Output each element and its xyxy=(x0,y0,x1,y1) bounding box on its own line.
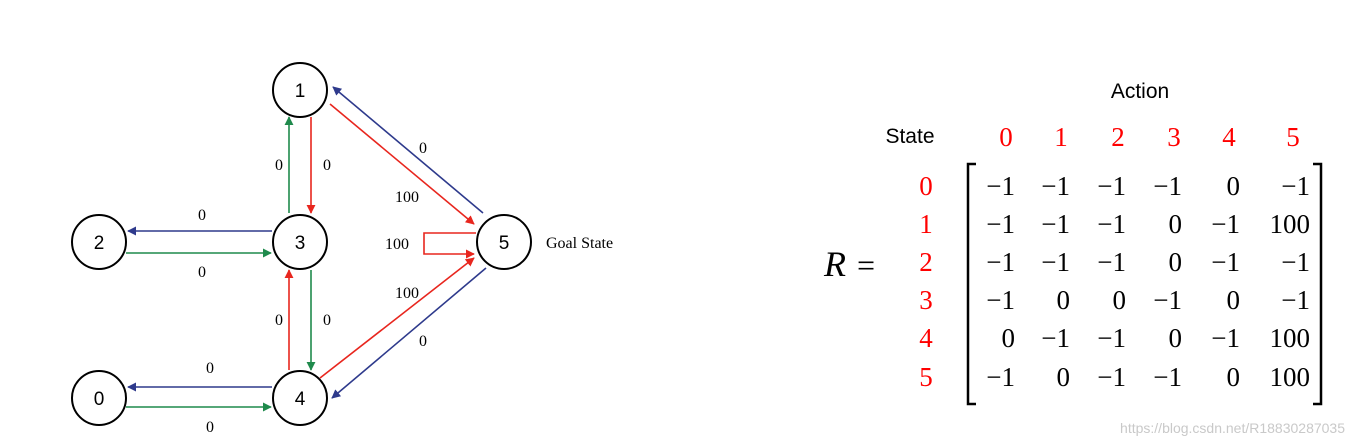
row-index: 1 xyxy=(919,209,933,239)
matrix-cell: −1 xyxy=(1153,285,1182,315)
edge-labels: 0 0 0 0 0 0 0 0 0 100 100 100 0 xyxy=(198,140,427,436)
matrix-cell: 0 xyxy=(1227,362,1241,392)
node-4: 4 xyxy=(272,370,328,426)
matrix-cell: −1 xyxy=(1097,171,1126,201)
reward-matrix: Action State 0 1 2 3 4 5 0 1 2 3 4 5 R =… xyxy=(823,80,1323,406)
matrix-cell: 100 xyxy=(1270,323,1311,353)
col-index: 1 xyxy=(1054,122,1068,152)
edge-label-1-to-3: 0 xyxy=(323,157,331,174)
row-index: 4 xyxy=(919,323,933,353)
edge-label-4-to-3: 0 xyxy=(275,312,283,329)
node-4-label: 4 xyxy=(295,389,306,410)
matrix-cell: 0 xyxy=(1169,247,1183,277)
matrix-cell: 0 xyxy=(1169,209,1183,239)
matrix-cell: 0 xyxy=(1227,285,1241,315)
row-index: 2 xyxy=(919,247,933,277)
matrix-cell: −1 xyxy=(1153,171,1182,201)
matrix-cell: −1 xyxy=(986,285,1015,315)
matrix-cell: 100 xyxy=(1270,209,1311,239)
row-index: 0 xyxy=(919,171,933,201)
matrix-cell: 0 xyxy=(1057,285,1071,315)
edge-label-2-to-3: 0 xyxy=(198,264,206,281)
goal-state-label: Goal State xyxy=(546,235,613,252)
edge-label-4-to-0: 0 xyxy=(206,360,214,377)
node-5-label: 5 xyxy=(499,233,510,254)
edge-5-to-1 xyxy=(332,86,484,214)
right-bracket xyxy=(1313,162,1323,406)
matrix-cell: −1 xyxy=(1097,247,1126,277)
matrix-cell: −1 xyxy=(1153,362,1182,392)
row-index: 3 xyxy=(919,285,933,315)
row-indices: 0 1 2 3 4 5 xyxy=(919,171,933,392)
matrix-cell: −1 xyxy=(1041,323,1070,353)
edge-5-to-4 xyxy=(331,267,487,399)
node-2: 2 xyxy=(71,214,127,270)
matrix-cell: −1 xyxy=(1281,171,1310,201)
edge-label-5-to-4: 0 xyxy=(419,333,427,350)
left-bracket xyxy=(966,162,976,406)
col-index: 3 xyxy=(1167,122,1181,152)
matrix-cell: 0 xyxy=(1113,285,1127,315)
graph-nodes: 0 1 2 3 4 5 Goal State xyxy=(71,62,613,426)
edge-label-0-to-4: 0 xyxy=(206,419,214,436)
matrix-cells: −1 −1 −1 −1 0 −1 −1 −1 −1 0 −1 100 −1 −1 −1 0 −1 −1 −1 0 0 −1… xyxy=(986,171,1310,392)
row-index: 5 xyxy=(919,362,933,392)
node-5: 5 xyxy=(476,214,532,270)
matrix-cell: −1 xyxy=(1097,323,1126,353)
matrix-cell: −1 xyxy=(986,209,1015,239)
matrix-cell: −1 xyxy=(986,247,1015,277)
node-2-label: 2 xyxy=(94,233,105,254)
edge-label-4-to-5: 100 xyxy=(395,285,419,302)
edge-label-5-to-1: 0 xyxy=(419,140,427,157)
node-1-label: 1 xyxy=(295,81,306,102)
edge-5-self-loop xyxy=(423,232,476,259)
matrix-cell: −1 xyxy=(986,171,1015,201)
matrix-cell: −1 xyxy=(1281,247,1310,277)
col-index: 5 xyxy=(1286,122,1300,152)
col-index: 4 xyxy=(1222,122,1236,152)
matrix-cell: −1 xyxy=(1041,209,1070,239)
matrix-cell: 0 xyxy=(1169,323,1183,353)
matrix-cell: −1 xyxy=(1097,209,1126,239)
matrix-cell: 0 xyxy=(1227,171,1241,201)
matrix-cell: 100 xyxy=(1270,362,1311,392)
col-index: 0 xyxy=(999,122,1013,152)
edge-label-1-to-5: 100 xyxy=(395,189,419,206)
matrix-cell: −1 xyxy=(1041,171,1070,201)
node-1: 1 xyxy=(272,62,328,118)
edge-label-3-to-1: 0 xyxy=(275,157,283,174)
matrix-cell: −1 xyxy=(1211,323,1240,353)
col-index: 2 xyxy=(1111,122,1125,152)
state-label: State xyxy=(885,125,934,148)
matrix-cell: −1 xyxy=(986,362,1015,392)
node-0: 0 xyxy=(71,370,127,426)
edge-1-to-5 xyxy=(329,103,475,225)
matrix-cell: −1 xyxy=(1211,247,1240,277)
edge-label-3-to-2: 0 xyxy=(198,207,206,224)
node-0-label: 0 xyxy=(94,389,105,410)
column-indices: 0 1 2 3 4 5 xyxy=(999,122,1300,152)
edge-label-5-self-loop: 100 xyxy=(385,236,409,253)
matrix-symbol: R xyxy=(823,244,846,284)
watermark: https://blog.csdn.net/R18830287035 xyxy=(1120,420,1345,436)
action-label: Action xyxy=(1111,80,1169,103)
matrix-cell: −1 xyxy=(1041,247,1070,277)
matrix-cell: 0 xyxy=(1002,323,1016,353)
edge-4-to-5 xyxy=(319,257,475,379)
matrix-cell: −1 xyxy=(1211,209,1240,239)
matrix-cell: −1 xyxy=(1281,285,1310,315)
node-3-label: 3 xyxy=(295,233,306,254)
matrix-cell: 0 xyxy=(1057,362,1071,392)
edge-label-3-to-4: 0 xyxy=(323,312,331,329)
matrix-cell: −1 xyxy=(1097,362,1126,392)
graph-edges xyxy=(126,86,487,412)
node-3: 3 xyxy=(272,214,328,270)
equals-sign: = xyxy=(857,247,875,283)
